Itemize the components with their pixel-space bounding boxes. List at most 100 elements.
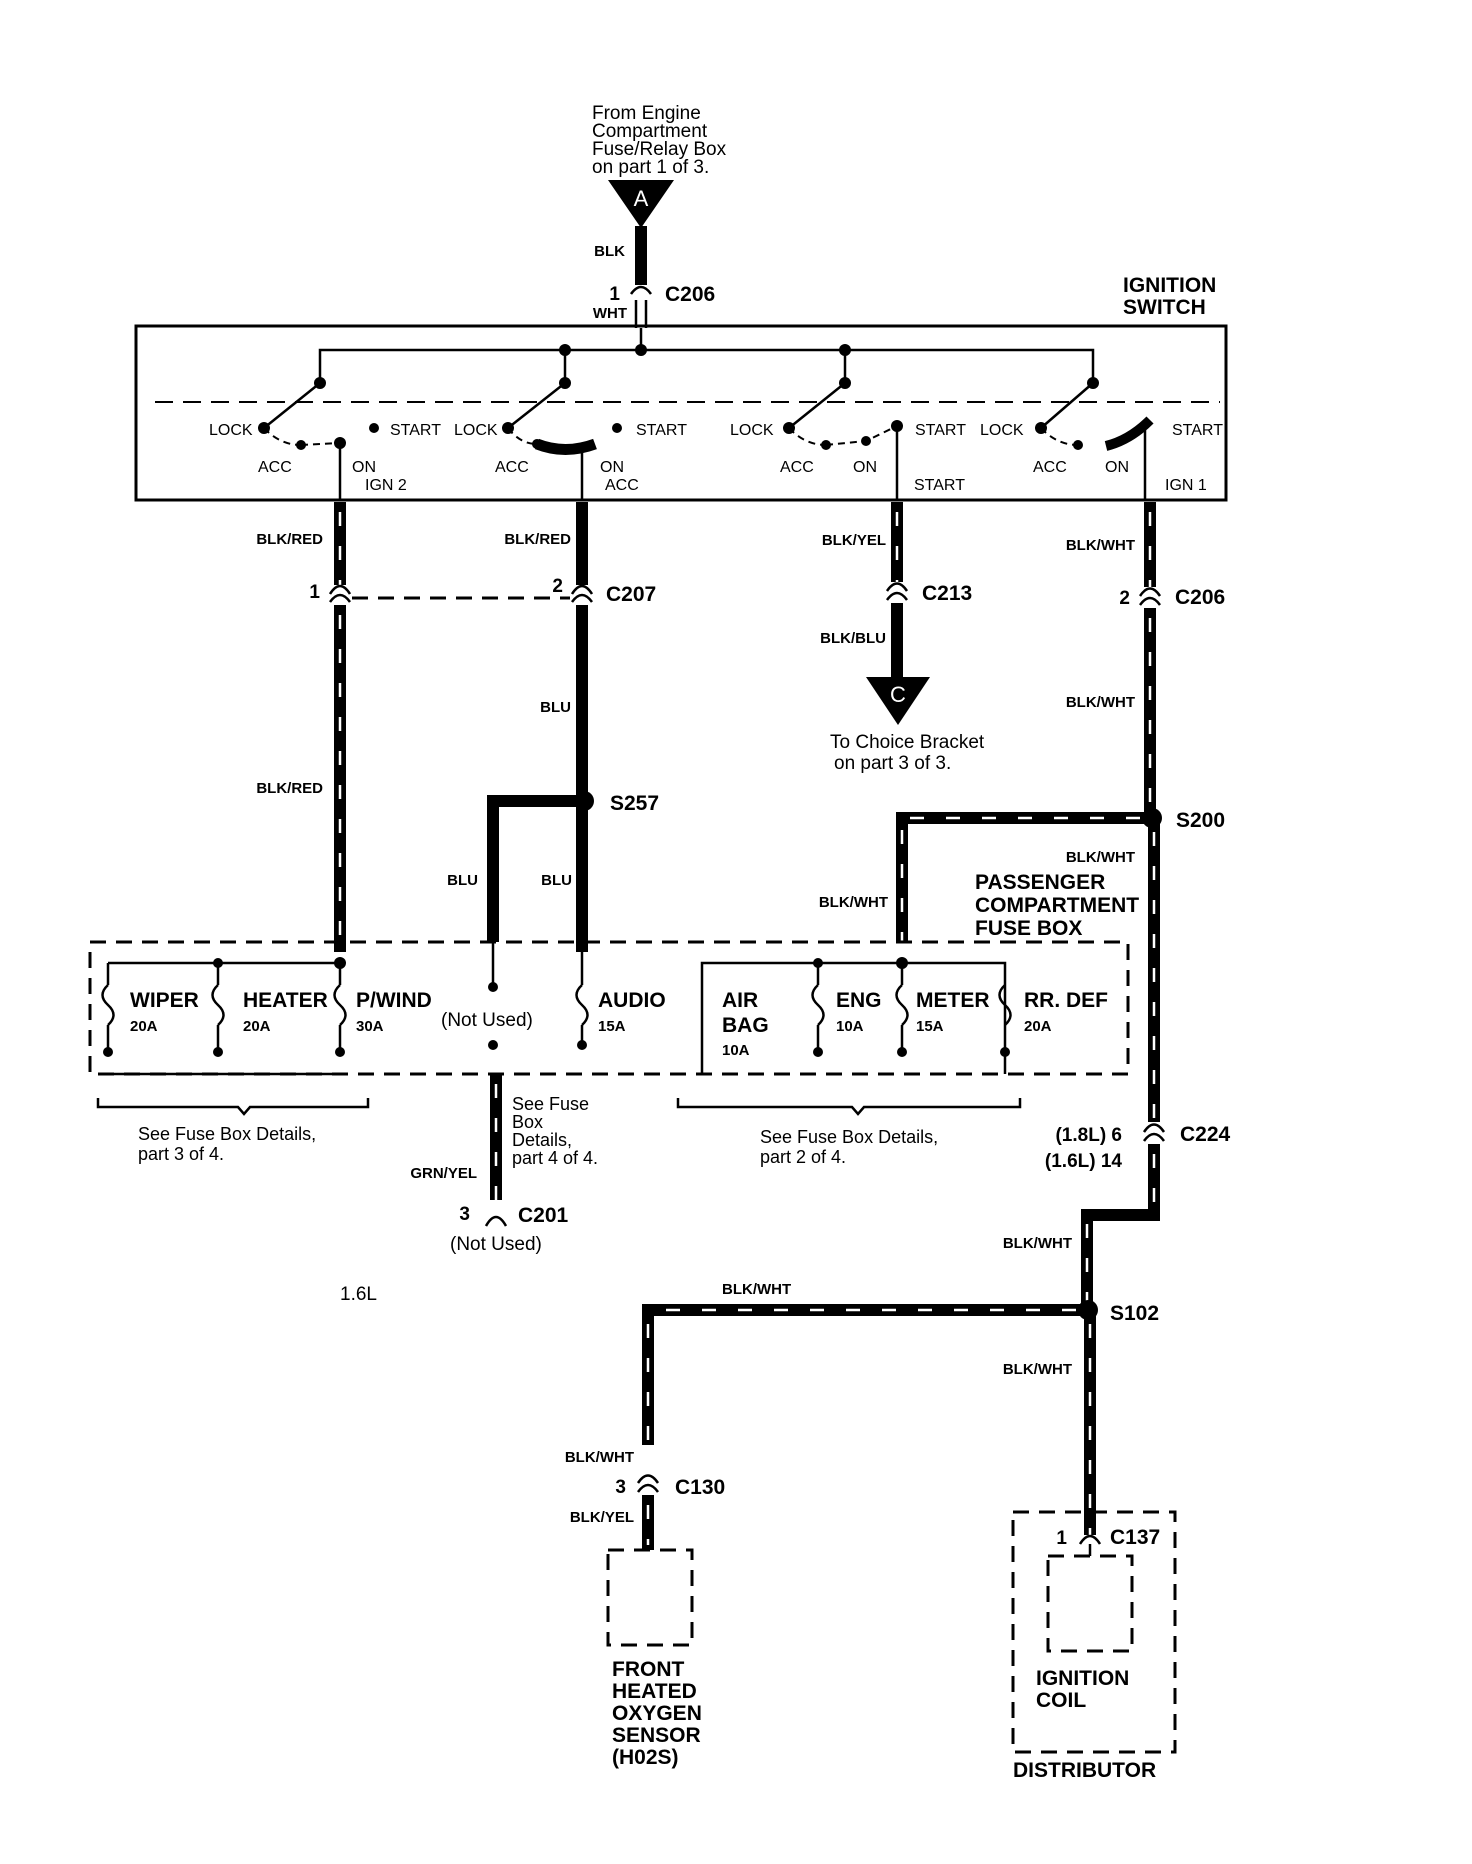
svg-text:20A: 20A — [1024, 1018, 1052, 1035]
connector-c-triangle — [866, 677, 930, 725]
fuse-details-mid: See Fuse Box Details, part 4 of 4. — [512, 1094, 598, 1168]
svg-text:ON: ON — [1105, 459, 1129, 476]
c137-label: C137 — [1110, 1526, 1160, 1549]
svg-text:15A: 15A — [598, 1018, 626, 1035]
svg-text:(H02S): (H02S) — [612, 1746, 679, 1769]
svg-text:START: START — [914, 477, 965, 494]
svg-text:30A: 30A — [356, 1018, 384, 1035]
c207-label: C207 — [606, 583, 656, 606]
wire-blk-wht-1: BLK/WHT — [1066, 537, 1135, 554]
fuse-p-wind: P/WIND 30A — [333, 957, 432, 1057]
wire-blk-red-3: BLK/RED — [256, 780, 323, 797]
c201-not-used: (Not Used) — [450, 1234, 542, 1255]
svg-text:RR. DEF: RR. DEF — [1024, 989, 1108, 1012]
svg-text:LOCK: LOCK — [454, 422, 498, 439]
ignition-coil-label-1: IGNITION — [1036, 1667, 1129, 1690]
fuse-not-used: (Not Used) — [441, 942, 533, 1050]
fuse-audio: AUDIO 15A — [575, 942, 666, 1050]
svg-text:START: START — [1172, 422, 1223, 439]
c206-right-pin: 2 — [1119, 588, 1130, 609]
svg-text:10A: 10A — [722, 1042, 750, 1059]
svg-text:Box: Box — [512, 1112, 543, 1132]
wire-blk-yel-2: BLK/YEL — [570, 1509, 634, 1526]
svg-text:on part 1 of 3.: on part 1 of 3. — [592, 157, 709, 178]
wire-blk-wht-5: BLK/WHT — [1003, 1235, 1072, 1252]
wire-blk-wht-2: BLK/WHT — [1066, 694, 1135, 711]
svg-text:P/WIND: P/WIND — [356, 989, 432, 1012]
connector-a-triangle — [608, 180, 674, 228]
ignition-switch-box — [134, 324, 1228, 502]
svg-text:ON: ON — [853, 459, 877, 476]
svg-text:ACC: ACC — [605, 477, 639, 494]
to-choice-line-1: To Choice Bracket — [830, 732, 985, 753]
svg-text:ON: ON — [352, 459, 376, 476]
svg-text:IGN 1: IGN 1 — [1165, 477, 1207, 494]
c137-pin: 1 — [1056, 1528, 1067, 1549]
svg-text:From Engine: From Engine — [592, 103, 701, 124]
svg-text:IGN 2: IGN 2 — [365, 477, 407, 494]
svg-text:METER: METER — [916, 989, 990, 1012]
svg-text:ACC: ACC — [495, 459, 529, 476]
wire-wht: WHT — [593, 305, 627, 322]
svg-text:20A: 20A — [243, 1018, 271, 1035]
svg-text:LOCK: LOCK — [730, 422, 774, 439]
c206-right-label: C206 — [1175, 586, 1225, 609]
wire-blk-red-1: BLK/RED — [256, 531, 323, 548]
wire-blk-wht-3: BLK/WHT — [819, 894, 888, 911]
svg-text:WIPER: WIPER — [130, 989, 199, 1012]
fuse-box-title: PASSENGER COMPARTMENT FUSE BOX — [975, 871, 1139, 940]
fuse-air-bag: AIR BAG 10A — [722, 989, 769, 1059]
c207-pin-1: 1 — [309, 582, 320, 603]
ignition-switch-title: IGNITION — [1123, 274, 1216, 297]
fuse-details-left-1: See Fuse Box Details, — [138, 1124, 316, 1144]
svg-text:HEATED: HEATED — [612, 1680, 697, 1703]
svg-text:LOCK: LOCK — [980, 422, 1024, 439]
to-choice-line-2: on part 3 of 3. — [834, 753, 951, 774]
svg-text:START: START — [915, 422, 966, 439]
c201-label: C201 — [518, 1204, 569, 1227]
fuse-eng: ENG 10A — [811, 958, 882, 1057]
svg-text:FRONT: FRONT — [612, 1658, 684, 1681]
engine-note: 1.6L — [340, 1284, 377, 1305]
svg-text:Compartment: Compartment — [592, 121, 708, 142]
c224-label: C224 — [1180, 1123, 1231, 1146]
s257-label: S257 — [610, 792, 659, 815]
fuse-details-right-2: part 2 of 4. — [760, 1147, 846, 1167]
svg-text:COMPARTMENT: COMPARTMENT — [975, 894, 1139, 917]
distributor-outline — [1011, 1510, 1177, 1754]
svg-text:See Fuse: See Fuse — [512, 1094, 589, 1114]
wire-blu-2: BLU — [447, 872, 478, 889]
svg-text:(Not Used): (Not Used) — [441, 1010, 533, 1031]
svg-text:ENG: ENG — [836, 989, 882, 1012]
c206-top-pin: 1 — [609, 284, 620, 305]
wire-blk-wht-8: BLK/WHT — [565, 1449, 634, 1466]
wire-blk-blu: BLK/BLU — [820, 630, 886, 647]
fuse-meter: METER 15A — [895, 957, 990, 1057]
fuse-details-right-1: See Fuse Box Details, — [760, 1127, 938, 1147]
o2-sensor-outline — [606, 1548, 694, 1647]
svg-text:ON: ON — [600, 459, 624, 476]
svg-text:START: START — [390, 422, 441, 439]
fuse-rr-def: RR. DEF 20A — [998, 984, 1108, 1057]
ignition-switch-title-2: SWITCH — [1123, 296, 1206, 319]
wire-blk-yel: BLK/YEL — [822, 532, 886, 549]
svg-text:ACC: ACC — [780, 459, 814, 476]
c206-top-label: C206 — [665, 283, 715, 306]
svg-text:HEATER: HEATER — [243, 989, 328, 1012]
svg-text:Details,: Details, — [512, 1130, 572, 1150]
svg-text:ACC: ACC — [1033, 459, 1067, 476]
svg-text:Fuse/Relay Box: Fuse/Relay Box — [592, 139, 727, 160]
svg-text:10A: 10A — [836, 1018, 864, 1035]
o2-sensor-label: FRONT HEATED OXYGEN SENSOR (H02S) — [612, 1658, 702, 1769]
c201-pin: 3 — [459, 1204, 470, 1225]
fuse-details-left-2: part 3 of 4. — [138, 1144, 224, 1164]
wire-blk-wht-6: BLK/WHT — [722, 1281, 791, 1298]
wire-blk-wht-4: BLK/WHT — [1066, 849, 1135, 866]
ignition-coil-label-2: COIL — [1036, 1689, 1086, 1712]
wire-blk: BLK — [594, 243, 625, 260]
wire-blu-1: BLU — [540, 699, 571, 716]
wire-grn-yel: GRN/YEL — [410, 1165, 477, 1182]
c130-label: C130 — [675, 1476, 725, 1499]
distributor-label: DISTRIBUTOR — [1013, 1759, 1156, 1782]
